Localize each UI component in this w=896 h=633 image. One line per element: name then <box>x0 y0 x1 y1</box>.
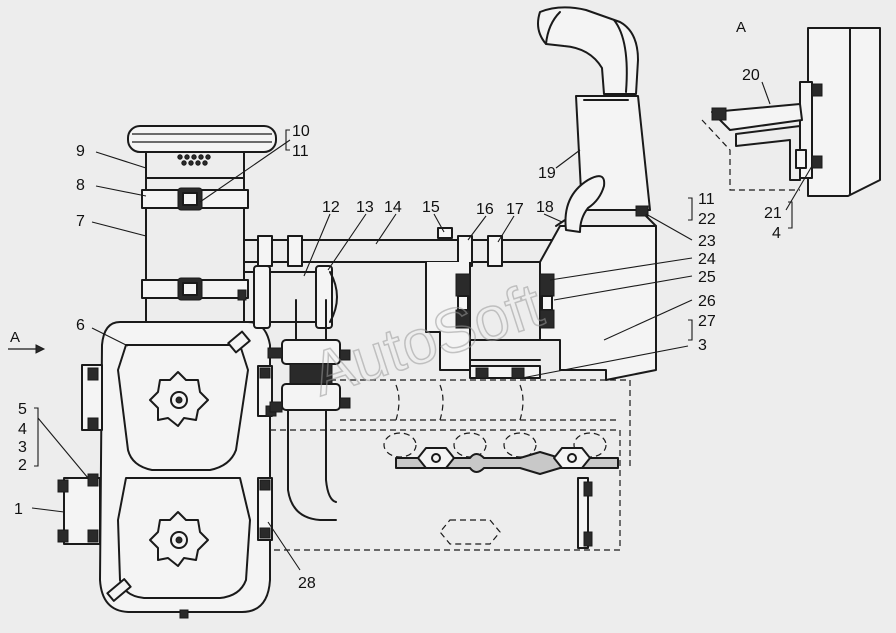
callout-23: 23 <box>698 233 716 250</box>
callout-13: 13 <box>356 199 374 216</box>
manifold-stud <box>577 477 593 549</box>
callout-21: 21 <box>764 205 782 222</box>
callout-6: 6 <box>76 317 85 334</box>
callout-25: 25 <box>698 269 716 286</box>
callout-4: 4 <box>18 421 27 438</box>
upper-intake-pipe <box>243 227 561 267</box>
callout-2: 2 <box>18 457 27 474</box>
mounting-bracket-left <box>57 364 103 545</box>
callout-18: 18 <box>536 199 554 216</box>
callout-28: 28 <box>298 575 316 592</box>
callout-20: 20 <box>742 67 760 84</box>
callout-5: 5 <box>18 401 27 418</box>
intake-snorkel <box>537 6 651 233</box>
engine-block-outline <box>270 379 631 551</box>
callout-27: 27 <box>698 313 716 330</box>
clamp-bolts-24-25 <box>455 273 555 329</box>
callout-11-right: 11 <box>698 191 715 208</box>
callout-17: 17 <box>506 201 524 218</box>
callout-11-top: 11 <box>292 143 309 160</box>
callout-26: 26 <box>698 293 716 310</box>
leader-lines <box>31 81 813 571</box>
callout-9: 9 <box>76 143 85 160</box>
callout-3: 3 <box>18 439 27 456</box>
air-cleaner-housing <box>99 321 271 619</box>
view-label-a-arrow: A <box>10 329 20 346</box>
exhaust-manifold <box>395 447 619 475</box>
lower-intake-hose <box>243 265 338 329</box>
inset-view-a <box>701 27 881 197</box>
callout-16: 16 <box>476 201 494 218</box>
callout-10: 10 <box>292 123 310 140</box>
callout-19: 19 <box>538 165 556 182</box>
upper-wing-nut <box>149 371 209 427</box>
callout-8: 8 <box>76 177 85 194</box>
callout-22: 22 <box>698 211 716 228</box>
callout-12: 12 <box>322 199 340 216</box>
view-arrow-a <box>8 344 46 354</box>
callout-4-inset: 4 <box>772 225 781 242</box>
callout-14: 14 <box>384 199 402 216</box>
air-cleaner-body <box>141 151 249 323</box>
air-cleaner-cap <box>127 125 277 166</box>
view-label-a-inset: A <box>736 19 746 36</box>
callout-1: 1 <box>14 501 23 518</box>
intake-mesh-holes <box>177 154 211 166</box>
callout-7: 7 <box>76 213 85 230</box>
callout-24: 24 <box>698 251 716 268</box>
down-pipe <box>267 299 351 521</box>
callout-15: 15 <box>422 199 440 216</box>
callout-3-right: 3 <box>698 337 707 354</box>
callout-labels: 1 2 3 4 5 6 7 8 9 10 11 12 13 14 15 16 1… <box>14 67 782 592</box>
lower-wing-nut <box>149 511 209 567</box>
